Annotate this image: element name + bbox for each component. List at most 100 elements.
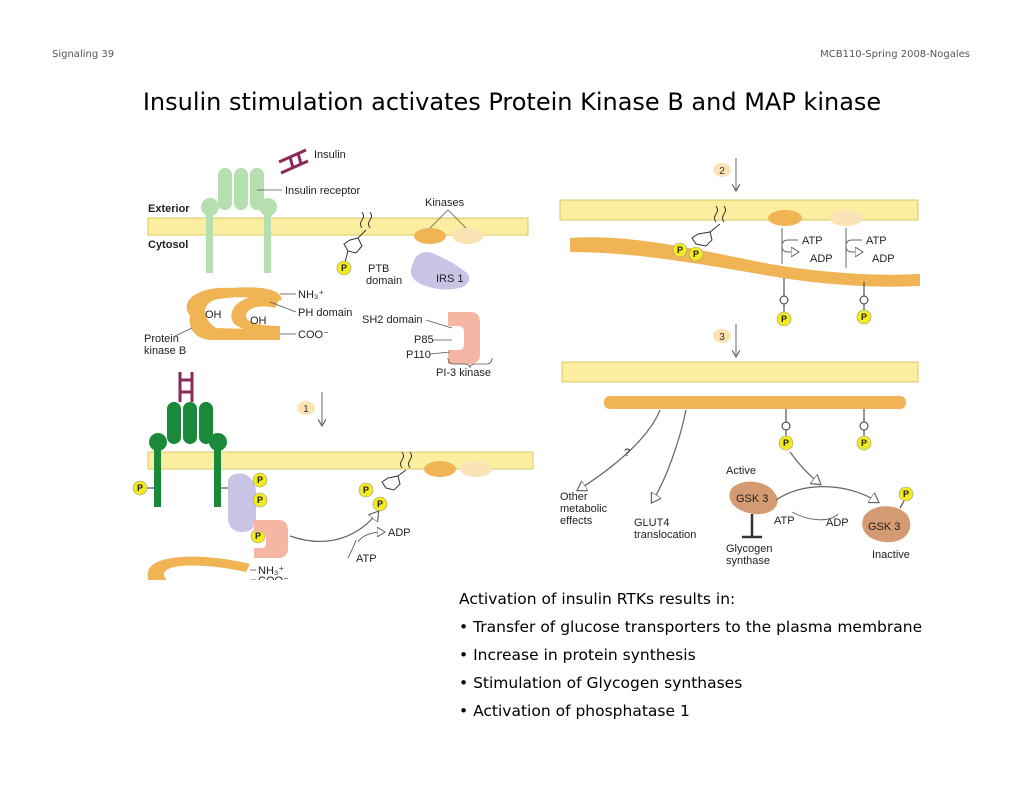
svg-text:P: P	[363, 485, 369, 495]
svg-text:P: P	[137, 483, 143, 493]
nh3-label: NH₃⁺	[298, 289, 324, 301]
cytosol-label: Cytosol	[148, 239, 188, 251]
adp-label: ADP	[826, 517, 849, 529]
svg-text:P: P	[861, 438, 867, 448]
atp-label: ATP	[774, 515, 795, 527]
summary-text-block: Activation of insulin RTKs results in: •…	[459, 585, 922, 725]
atp-label: ATP	[802, 235, 823, 247]
kinase-ellipse	[768, 210, 802, 226]
phosphate-circle	[688, 246, 704, 262]
glycogen-synthase-label: Glycogen	[726, 543, 772, 555]
membrane-top-right	[559, 199, 919, 221]
insulin-molecule	[278, 148, 309, 175]
protein-kinase-b-label: Protein	[144, 333, 179, 345]
panel-kinase-phosphorylation: 2 P P ATP ADP ATP ADP P P	[559, 158, 920, 327]
gsk3-inactive	[862, 506, 911, 543]
svg-text:2: 2	[719, 166, 725, 177]
slide-number-label: Signaling 39	[52, 49, 115, 60]
inactive-label: Inactive	[872, 549, 910, 561]
ptb-domain-label-2: domain	[366, 275, 402, 287]
kinase-ellipse	[414, 228, 446, 244]
protein-kinase-b	[231, 296, 280, 334]
insulin-label: Insulin	[314, 149, 346, 161]
ptb-domain-label: PTB	[368, 263, 389, 275]
phosphoinositide-lipid-active	[381, 451, 412, 491]
pkb-released-bar	[604, 396, 906, 409]
atp-adp-arrow	[289, 512, 378, 543]
other-metabolic-label: Other	[560, 491, 588, 503]
kinase-ellipse	[829, 210, 863, 226]
svg-text:P: P	[377, 499, 383, 509]
pi3-kinase-protein	[448, 312, 480, 364]
phosphate-circle	[252, 492, 268, 508]
gsk3-inactive-label: GSK 3	[868, 521, 900, 533]
other-metabolic-label-2: metabolic	[560, 503, 608, 515]
svg-text:1: 1	[303, 404, 309, 415]
panel-activated-state: 1 P P P P P	[132, 372, 534, 580]
kinases-label: Kinases	[425, 197, 465, 209]
pi3-kinase-bound	[254, 520, 288, 558]
glut4-label-2: translocation	[634, 529, 696, 541]
atp-label: ATP	[866, 235, 887, 247]
sh2-domain-label: SH2 domain	[362, 314, 423, 326]
coo-label: COO⁻	[298, 329, 329, 341]
phosphate-circle	[358, 482, 374, 498]
phosphate-circle	[856, 435, 872, 451]
bullet-item: • Activation of phosphatase 1	[459, 702, 690, 720]
adp-label: ADP	[810, 253, 833, 265]
adp-label: ADP	[388, 527, 411, 539]
kinase-ellipse	[424, 461, 456, 477]
glycogen-synthase-label-2: synthase	[726, 555, 770, 567]
glut4-label: GLUT4	[634, 517, 669, 529]
insulin-receptor-inactive	[201, 168, 277, 273]
p85-label: P85	[414, 334, 434, 346]
protein-kinase-b-released	[147, 556, 250, 580]
phosphate-circle	[252, 472, 268, 488]
bullet-item: • Stimulation of Glycogen synthases	[459, 674, 743, 692]
insulin-bound	[178, 372, 194, 402]
phosphate-circle	[856, 309, 872, 325]
panel-downstream-effects: 3 P P ? Other metabolic effects GLUT4 tr…	[560, 324, 919, 567]
membrane-bottom-right	[561, 361, 919, 383]
step-1-badge	[297, 401, 315, 415]
p110-label: P110	[406, 349, 431, 361]
svg-text:P: P	[341, 263, 347, 273]
phosphate-circle	[778, 435, 794, 451]
irs1-label: IRS 1	[436, 273, 464, 285]
gsk3-active	[729, 481, 778, 515]
nh3-label-released: NH₃⁺	[258, 565, 284, 577]
adp-label: ADP	[872, 253, 895, 265]
slide-title: Insulin stimulation activates Protein Ki…	[142, 88, 882, 116]
svg-text:P: P	[781, 314, 787, 324]
summary-heading: Activation of insulin RTKs results in:	[459, 590, 736, 608]
oh-label-2: OH	[250, 315, 267, 327]
phosphate-circle	[336, 260, 352, 276]
svg-text:P: P	[783, 438, 789, 448]
coo-label-released: COO⁻	[258, 575, 289, 580]
irs1-bound	[228, 473, 256, 532]
gsk3-active-label: GSK 3	[736, 493, 768, 505]
svg-text:P: P	[257, 475, 263, 485]
pkb-membrane-bound	[570, 237, 920, 287]
phosphate-circle	[776, 311, 792, 327]
step-3-badge	[713, 329, 731, 343]
phosphate-circle	[898, 486, 914, 502]
svg-text:P: P	[257, 495, 263, 505]
svg-text:P: P	[255, 531, 261, 541]
bullet-item: • Transfer of glucose transporters to th…	[459, 618, 923, 636]
step-2-badge	[713, 163, 731, 177]
oh-label: OH	[205, 309, 222, 321]
other-metabolic-label-3: effects	[560, 515, 593, 527]
phosphate-circle	[372, 496, 388, 512]
insulin-receptor-label: Insulin receptor	[285, 185, 361, 197]
course-label: MCB110-Spring 2008-Nogales	[820, 49, 970, 60]
protein-kinase-b-label-2: kinase B	[144, 345, 186, 357]
active-label: Active	[726, 465, 756, 477]
kinase-ellipse	[452, 228, 484, 244]
phosphate-circle	[672, 242, 688, 258]
svg-text:P: P	[677, 245, 683, 255]
kinase-ellipse	[460, 461, 492, 477]
question-mark: ?	[624, 447, 630, 459]
insulin-signaling-diagram: Exterior Cytosol Insulin Insulin recepto…	[132, 148, 920, 580]
pi3-kinase-label: PI-3 kinase	[436, 367, 491, 379]
